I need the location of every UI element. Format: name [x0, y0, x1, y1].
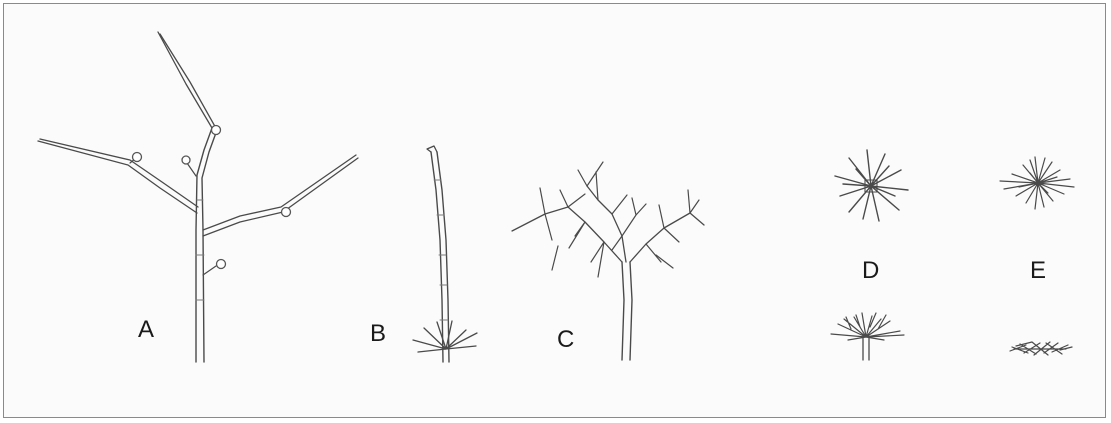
label-e: E [1030, 259, 1046, 283]
label-d: D [862, 259, 879, 283]
plant-d-rosette-top [835, 150, 908, 221]
plant-d-shrub-bottom [831, 313, 904, 360]
label-c: C [557, 328, 574, 352]
plant-e-rosette-top [1000, 157, 1074, 209]
plant-a-drawing [38, 32, 358, 362]
label-a: A [138, 318, 154, 342]
plant-e-mat-bottom [1010, 342, 1072, 355]
plant-b-drawing [413, 146, 477, 362]
plant-c-drawing [512, 162, 704, 360]
label-b: B [370, 322, 386, 346]
